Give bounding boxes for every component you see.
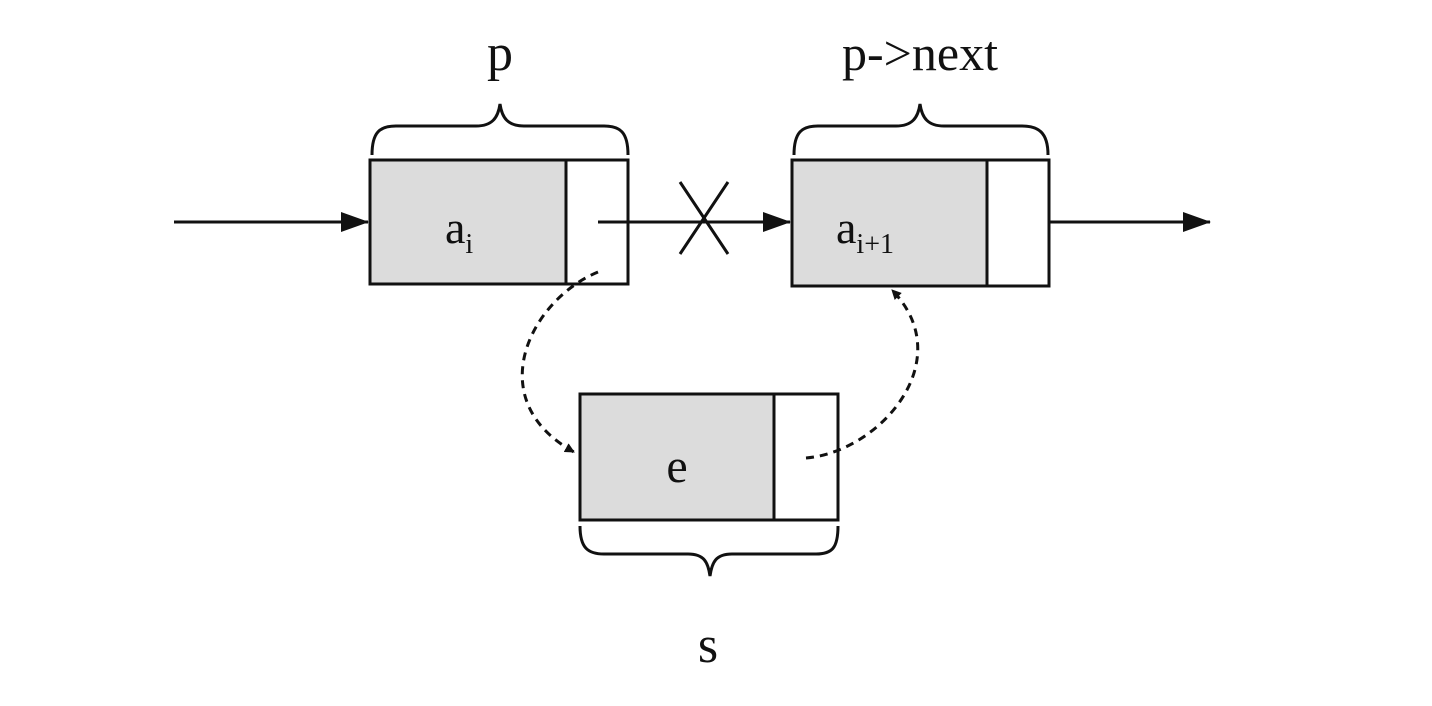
node-e: e (578, 392, 840, 522)
node-ai-plus-1-next-field (985, 158, 1051, 288)
brace-p-next (792, 103, 1050, 156)
node-e-data-field (578, 392, 776, 522)
brace-p (370, 103, 630, 156)
brace-s (578, 525, 840, 577)
node-ai-data-field (368, 158, 568, 286)
label-p: p (487, 25, 513, 82)
label-p-next: p->next (842, 25, 998, 81)
new-link-e-to-ai-plus-1 (805, 288, 920, 460)
node-ai: ai (368, 158, 630, 286)
node-ai-plus-1-data-field (790, 158, 989, 288)
cross-mark (678, 181, 730, 255)
node-ai-plus-1: ai+1 (790, 158, 1051, 288)
label-s: s (698, 617, 718, 674)
node-ai-plus-1-label: ai+1 (836, 202, 894, 260)
new-link-ai-to-e (520, 270, 599, 454)
node-ai-label: ai (445, 202, 473, 260)
node-e-label: e (666, 440, 687, 493)
